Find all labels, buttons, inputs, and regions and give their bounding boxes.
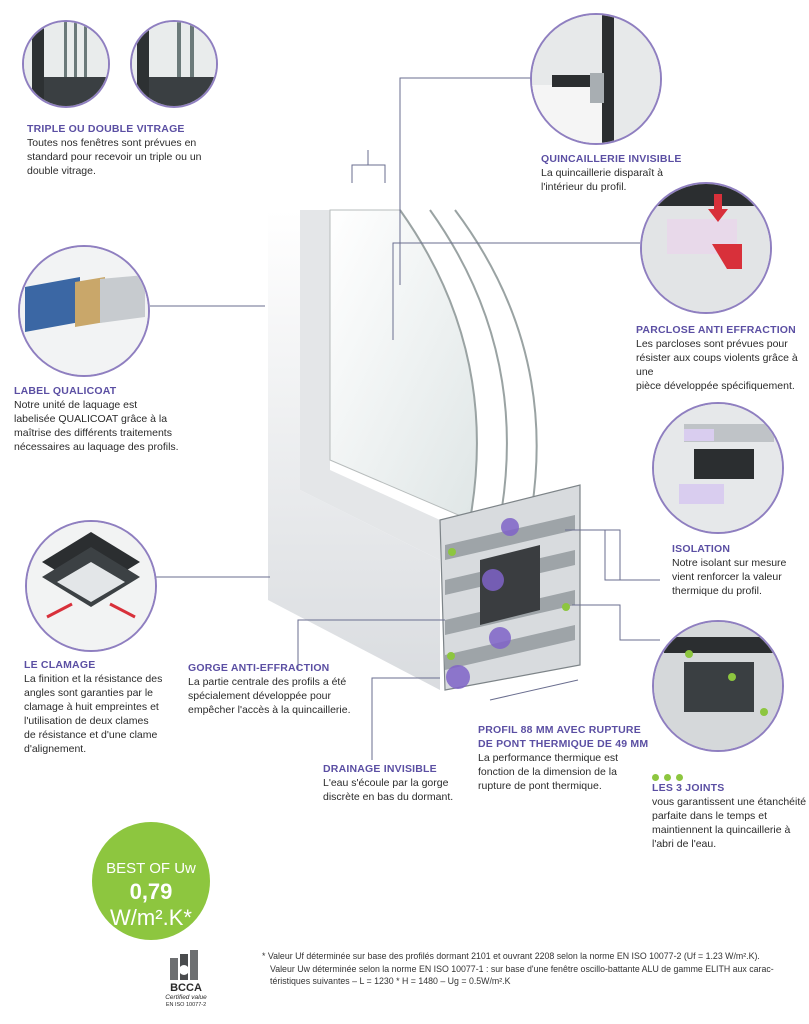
joint-dot-3: [447, 652, 455, 660]
badge-label: BEST OF Uw: [106, 860, 196, 877]
thumb-joints: [652, 620, 784, 752]
thermal-break: [480, 545, 540, 625]
joints-dots: [652, 768, 688, 786]
bcca-sub: Certified value: [165, 994, 207, 1001]
frame-inner: [300, 210, 440, 560]
joints-title: LES 3 JOINTS: [652, 782, 725, 794]
bcca-norm: EN ISO 10077-2: [165, 1002, 207, 1008]
gorge-title: GORGE ANTI-EFFRACTION: [188, 662, 330, 674]
uw-badge: BEST OF Uw 0,79 W/m².K*: [92, 822, 210, 940]
thumb-triple-vitrage-1: [22, 20, 110, 108]
frame-outer: [268, 210, 440, 690]
gorge-marker: [482, 569, 504, 591]
glass-pane-2: [399, 209, 478, 521]
thumb-clamage: [25, 520, 157, 652]
isolation-title: ISOLATION: [672, 543, 731, 555]
isolation-marker: [501, 518, 519, 536]
profile-rib-1: [445, 515, 575, 560]
quincaillerie-title: QUINCAILLERIE INVISIBLE: [541, 153, 682, 165]
profile-rib-4: [445, 625, 575, 670]
qualicoat-title: LABEL QUALICOAT: [14, 385, 117, 397]
clamage-title: LE CLAMAGE: [24, 659, 96, 671]
gorge-marker-2: [489, 627, 511, 649]
thumb-quincaillerie: [530, 13, 662, 145]
thumb-parclose: [640, 182, 772, 314]
joint-dot-1: [448, 548, 456, 556]
glass-pane-4: [454, 209, 538, 521]
leader-lines: [150, 77, 660, 760]
glass-pane-3: [429, 209, 508, 521]
drainage-marker: [446, 665, 470, 689]
thumb-qualicoat: [18, 245, 150, 377]
joint-dot-2: [562, 603, 570, 611]
drainage-title: DRAINAGE INVISIBLE: [323, 763, 437, 775]
parclose-title: PARCLOSE ANTI EFFRACTION: [636, 324, 796, 336]
thumb-isolation: [652, 402, 784, 534]
footnote: * Valeur Uf déterminée sur base des prof…: [262, 951, 774, 986]
glass-pane-1: [329, 209, 478, 521]
triple-vitrage-title: TRIPLE OU DOUBLE VITRAGE: [27, 123, 185, 135]
bcca-name: BCCA: [170, 982, 202, 994]
bcca-logo: BCCA Certified value EN ISO 10077-2: [158, 950, 214, 1009]
badge-value: 0,79 W/m².K*: [110, 879, 192, 930]
thumb-triple-vitrage-2: [130, 20, 218, 108]
